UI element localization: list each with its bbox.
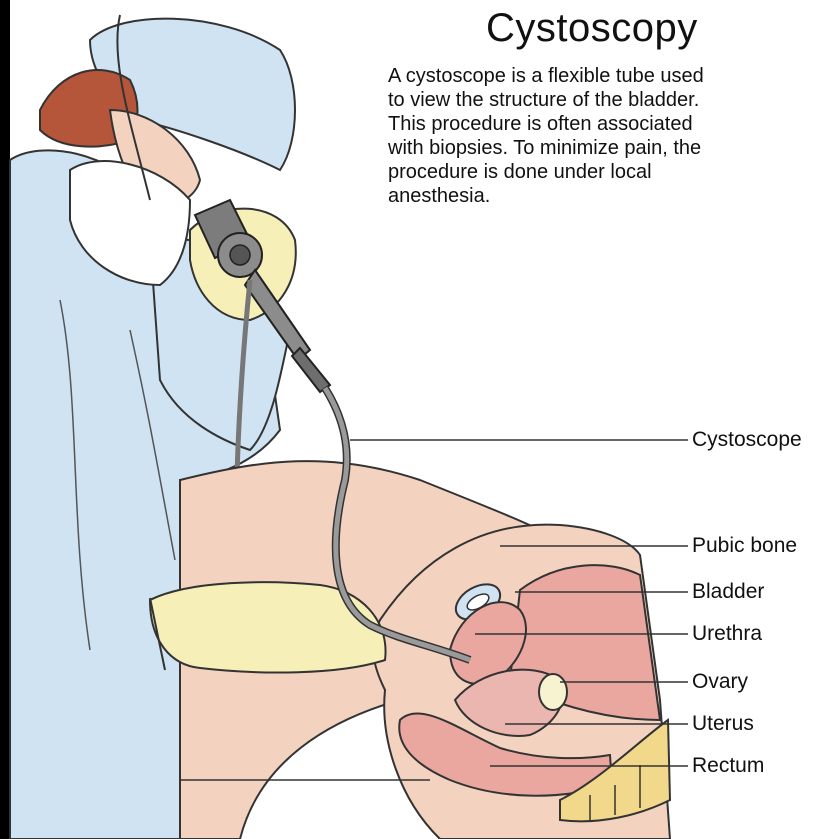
description-line: to view the structure of the bladder.	[388, 88, 808, 112]
description-line: procedure is done under local	[388, 160, 808, 184]
label-ovary: Ovary	[692, 670, 748, 694]
label-urethra: Urethra	[692, 622, 762, 646]
left-border	[0, 0, 10, 839]
description-line: A cystoscope is a flexible tube used	[388, 64, 808, 88]
description-line: This procedure is often associated	[388, 112, 808, 136]
label-uterus: Uterus	[692, 712, 754, 736]
description-line: with biopsies. To minimize pain, the	[388, 136, 808, 160]
label-pubic-bone: Pubic bone	[692, 534, 797, 558]
label-rectum: Rectum	[692, 754, 764, 778]
description: A cystoscope is a flexible tube used to …	[388, 64, 808, 208]
label-bladder: Bladder	[692, 580, 764, 604]
lower-gloved-hand	[150, 582, 386, 672]
label-cystoscope: Cystoscope	[692, 428, 802, 452]
description-line: anesthesia.	[388, 184, 808, 208]
ovary	[539, 674, 567, 710]
page-title: Cystoscopy	[486, 6, 698, 51]
